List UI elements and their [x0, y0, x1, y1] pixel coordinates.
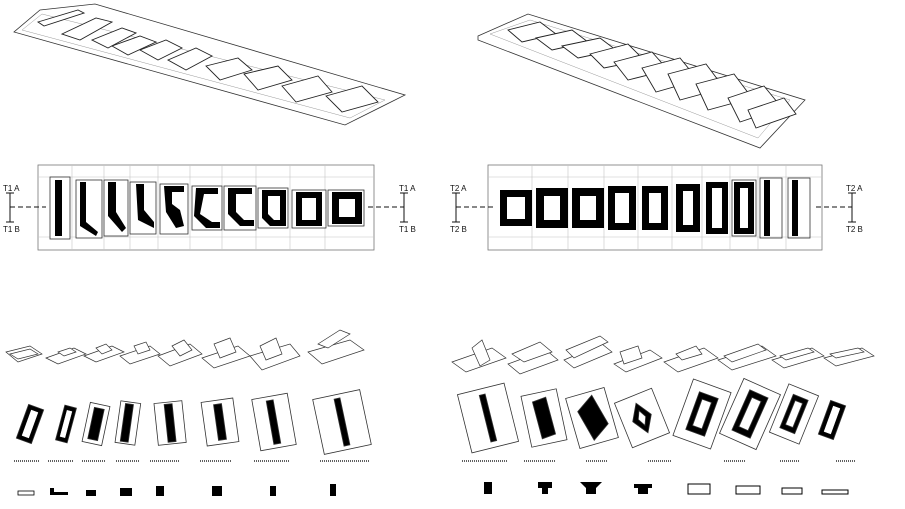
- catalog-right-axons: [451, 335, 875, 375]
- axon-strip-t2: [477, 13, 806, 149]
- catalog-right-plans: [456, 377, 847, 454]
- label-t2-b-left: T2 B: [450, 225, 467, 234]
- plan-strip-t2: T2 A T2 B T2 A T2 B: [450, 164, 863, 251]
- section-line-t1: [6, 192, 408, 223]
- label-t2-a-right: T2 A: [846, 184, 863, 193]
- label-t1-a-right: T1 A: [399, 184, 416, 193]
- label-t2-b-right: T2 B: [846, 225, 863, 234]
- catalog-left: [5, 329, 372, 496]
- axon-strip-t1: [13, 3, 407, 126]
- catalog-left-plans: [15, 389, 372, 455]
- catalog-left-glyphs: [17, 484, 336, 496]
- label-t2-a-left: T2 A: [450, 184, 467, 193]
- label-t1-b-right: T1 B: [399, 225, 416, 234]
- label-t1-a-left: T1 A: [3, 184, 20, 193]
- t1-masses: [55, 180, 362, 236]
- label-t1-b-left: T1 B: [3, 225, 20, 234]
- catalog-right: [451, 335, 875, 495]
- catalog-right-glyphs: [484, 482, 849, 495]
- catalog-left-axons: [5, 329, 365, 371]
- plan-strip-t1: T1 A T1 B T1 A T1 B: [3, 164, 416, 251]
- section-line-t2: [452, 192, 856, 223]
- t2-masses: [500, 180, 798, 236]
